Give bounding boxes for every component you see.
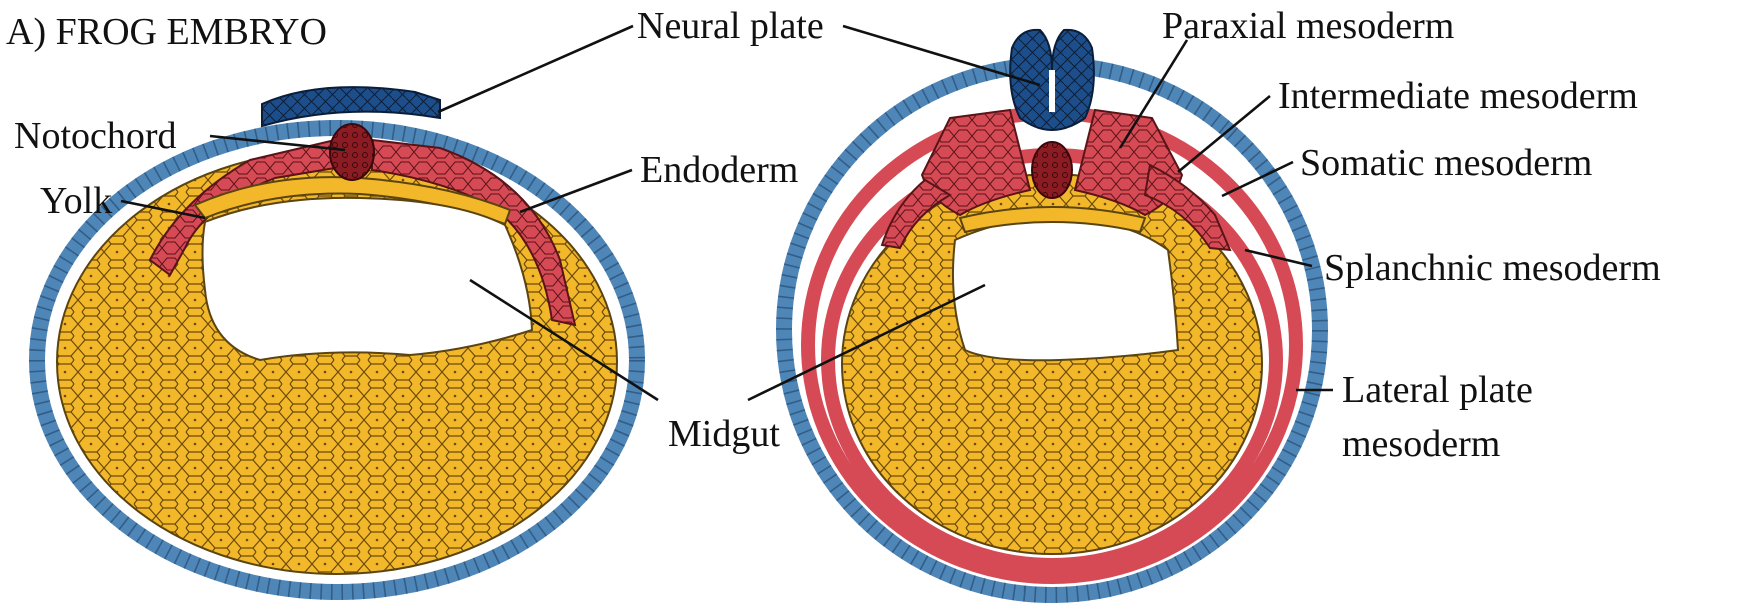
left-midgut-cavity: [203, 198, 533, 360]
panel-title: A) FROG EMBRYO: [6, 11, 327, 53]
right-embryo: [784, 30, 1320, 595]
left-embryo: [37, 87, 637, 592]
label-notochord: Notochord: [14, 115, 177, 157]
label-neural-plate: Neural plate: [637, 5, 824, 47]
label-yolk: Yolk: [40, 180, 112, 222]
left-notochord: [330, 124, 374, 180]
label-endoderm: Endoderm: [640, 149, 798, 191]
right-notochord: [1032, 142, 1072, 198]
label-intermediate-mesoderm: Intermediate mesoderm: [1278, 75, 1638, 117]
label-lateral-plate-line2: mesoderm: [1342, 423, 1500, 465]
left-neural-plate: [262, 87, 440, 126]
label-lateral-plate-line1: Lateral plate: [1342, 369, 1533, 411]
label-splanchnic-mesoderm: Splanchnic mesoderm: [1324, 247, 1661, 289]
label-paraxial-mesoderm: Paraxial mesoderm: [1162, 5, 1454, 47]
label-somatic-mesoderm: Somatic mesoderm: [1300, 142, 1592, 184]
leader-neural-plate-left: [438, 26, 633, 112]
right-midgut-cavity: [953, 218, 1178, 361]
label-midgut: Midgut: [668, 413, 780, 455]
